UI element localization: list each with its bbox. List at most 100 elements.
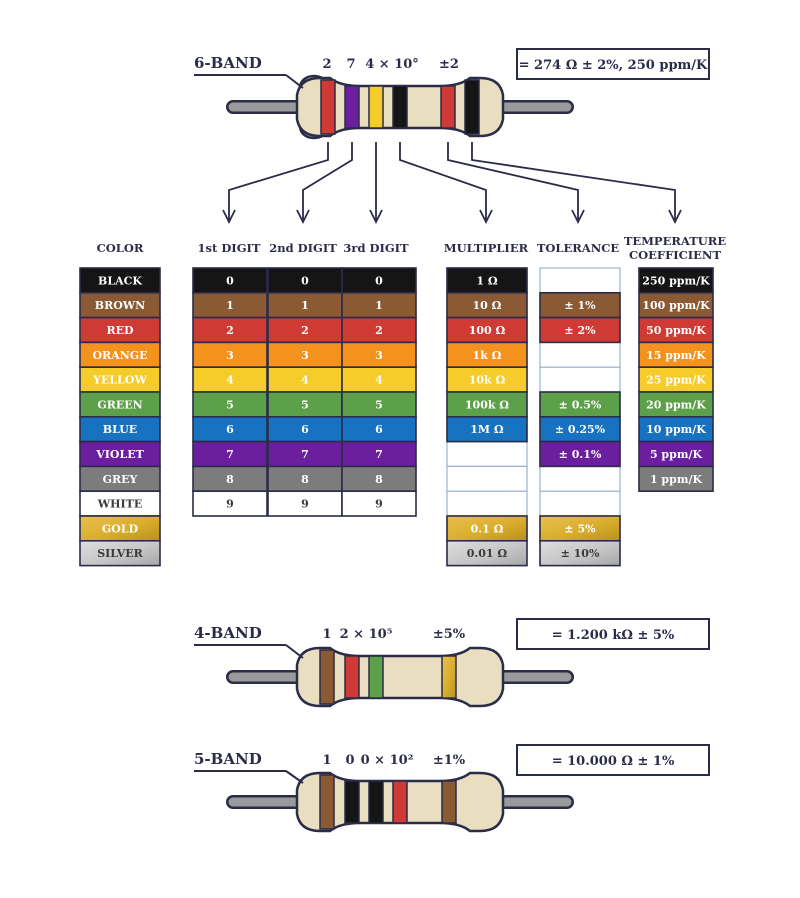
- digit1-cell-yellow: 4: [192, 366, 268, 393]
- digit2-cell-yellow-text: 4: [301, 374, 309, 387]
- digit1-cell-orange: 3: [192, 341, 268, 368]
- five-band-band-5: [441, 780, 457, 824]
- six-band-band-6: [464, 79, 480, 135]
- tolerance-cell-silver: ± 10%: [539, 539, 621, 567]
- arrow-2nd-digit: [302, 142, 353, 220]
- digit1-cell-white: 9: [192, 490, 268, 517]
- digit2-cell-blue-text: 6: [301, 423, 309, 436]
- five-band-title: 5-BAND: [194, 750, 262, 768]
- tempco-cell-blue-text: 10 ppm/K: [646, 423, 706, 436]
- digit3-cell-green-text: 5: [375, 398, 383, 411]
- five-band-result: = 10.000 Ω ± 1%: [552, 754, 675, 769]
- digit2-cell-white: 9: [267, 490, 343, 517]
- color-code-table: BLACKBROWNREDORANGEYELLOWGREENBLUEVIOLET…: [79, 267, 714, 567]
- digit2-cell-black-text: 0: [301, 274, 309, 287]
- header-multiplier: MULTIPLIER: [444, 241, 529, 255]
- digit1-cell-brown: 1: [192, 291, 268, 319]
- four-band-resistor: [226, 646, 574, 708]
- five-band-digit1-annotation: 1: [322, 753, 331, 768]
- multiplier-slot: [446, 465, 528, 492]
- multiplier-slot: [446, 441, 528, 468]
- digit2-cell-brown-text: 1: [301, 299, 309, 312]
- tempco-cell-brown-text: 100 ppm/K: [642, 299, 710, 312]
- five-band-band-3: [368, 780, 384, 824]
- five-band-band-4: [392, 780, 408, 824]
- color-swatch-orange-text: ORANGE: [92, 349, 147, 362]
- tolerance-cell-violet-text: ± 0.1%: [559, 448, 602, 461]
- arrow-multiplier: [399, 142, 487, 220]
- digit3-cell-yellow-text: 4: [375, 374, 383, 387]
- multiplier-cell-orange-text: 1k Ω: [473, 349, 502, 362]
- six-band-result: = 274 Ω ± 2%, 250 ppm/K: [519, 58, 708, 73]
- multiplier-cell-brown: 10 Ω: [446, 291, 528, 319]
- multiplier-cell-gold-text: 0.1 Ω: [471, 522, 504, 535]
- digit3-cell-black: 0: [341, 267, 417, 294]
- tolerance-slot: [539, 366, 621, 393]
- digit3-cell-white: 9: [341, 490, 417, 517]
- digit2-cell-white-text: 9: [301, 498, 309, 511]
- six-band-band-1: [320, 79, 336, 135]
- digit2-cell-orange-text: 3: [301, 349, 309, 362]
- digit3-cell-black-text: 0: [375, 274, 383, 287]
- tolerance-cell-blue-text: ± 0.25%: [555, 423, 606, 436]
- tempco-cell-violet: 5 ppm/K: [638, 440, 714, 468]
- four-band-result: = 1.200 kΩ ± 5%: [552, 628, 675, 643]
- color-swatch-yellow: YELLOW: [79, 366, 161, 393]
- six-band-band-4: [392, 85, 408, 129]
- tolerance-slot: [539, 490, 621, 517]
- six-band-digit1-annotation: 2: [322, 57, 331, 72]
- multiplier-cell-red-text: 100 Ω: [469, 324, 506, 337]
- tolerance-slot: [539, 341, 621, 368]
- digit2-cell-red-text: 2: [301, 324, 309, 337]
- five-band-band-2: [344, 780, 360, 824]
- multiplier-cell-blue: 1M Ω: [446, 415, 528, 443]
- digit1-cell-black-text: 0: [226, 274, 234, 287]
- header-tolerance: TOLERANCE: [537, 241, 620, 255]
- tempco-cell-grey: 1 ppm/K: [638, 465, 714, 492]
- color-swatch-blue: BLUE: [79, 415, 161, 443]
- multiplier-cell-black: 1 Ω: [446, 267, 528, 294]
- five-band-labels: 5-BAND 1 0 0 × 10² ±1% = 10.000 Ω ± 1%: [194, 744, 710, 784]
- tolerance-cell-gold-text: ± 5%: [564, 522, 596, 535]
- color-swatch-red: RED: [79, 316, 161, 344]
- tolerance-cell-red: ± 2%: [539, 316, 621, 344]
- header-color: COLOR: [97, 241, 144, 255]
- color-swatch-grey-text: GREY: [103, 473, 138, 486]
- multiplier-cell-gold: 0.1 Ω: [446, 515, 528, 542]
- color-swatch-green: GREEN: [79, 391, 161, 418]
- four-band-digit1-annotation: 1: [322, 627, 331, 642]
- four-band-multiplier-annotation: 2 × 10⁵: [340, 627, 393, 642]
- digit3-cell-brown: 1: [341, 291, 417, 319]
- digit1-cell-orange-text: 3: [226, 349, 234, 362]
- digit3-cell-green: 5: [341, 391, 417, 418]
- digit3-cell-orange-text: 3: [375, 349, 383, 362]
- digit2-cell-grey: 8: [267, 465, 343, 492]
- tolerance-cell-blue: ± 0.25%: [539, 415, 621, 443]
- digit3-cell-brown-text: 1: [375, 299, 383, 312]
- tempco-cell-orange-text: 15 ppm/K: [646, 349, 706, 362]
- five-band-tolerance-annotation: ±1%: [433, 753, 466, 768]
- digit3-cell-yellow: 4: [341, 366, 417, 393]
- tempco-cell-grey-text: 1 ppm/K: [650, 473, 703, 486]
- digit1-cell-red: 2: [192, 316, 268, 344]
- digit3-cell-red-text: 2: [375, 324, 383, 337]
- tempco-cell-black: 250 ppm/K: [638, 267, 714, 294]
- digit3-cell-grey: 8: [341, 465, 417, 492]
- digit1-cell-green: 5: [192, 391, 268, 418]
- tolerance-cell-green: ± 0.5%: [539, 391, 621, 418]
- four-band-band-3: [368, 655, 384, 699]
- digit3-cell-violet-text: 7: [375, 448, 383, 461]
- tempco-cell-red: 50 ppm/K: [638, 316, 714, 344]
- multiplier-cell-brown-text: 10 Ω: [473, 299, 502, 312]
- color-swatch-yellow-text: YELLOW: [92, 374, 147, 387]
- five-band-resistor: [226, 771, 574, 833]
- digit3-cell-red: 2: [341, 316, 417, 344]
- color-swatch-green-text: GREEN: [97, 398, 142, 411]
- digit1-cell-grey-text: 8: [226, 473, 234, 486]
- digit2-cell-brown: 1: [267, 291, 343, 319]
- header-3rd-digit: 3rd DIGIT: [343, 241, 409, 255]
- digit3-cell-white-text: 9: [375, 498, 383, 511]
- digit3-cell-grey-text: 8: [375, 473, 383, 486]
- tolerance-cell-brown: ± 1%: [539, 291, 621, 319]
